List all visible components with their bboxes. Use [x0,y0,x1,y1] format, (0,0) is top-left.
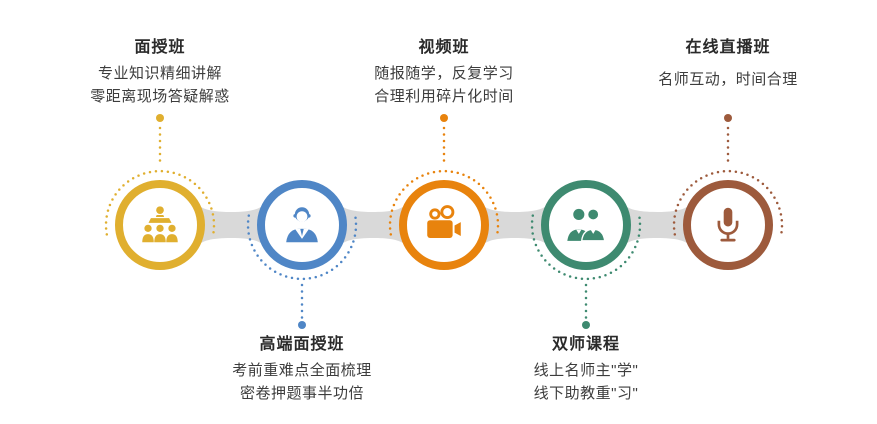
milestone-title: 面授班 [134,39,186,56]
businessman-icon [286,207,318,243]
dotted-connector-line [584,283,588,323]
dotted-line-end-dot [440,114,448,122]
dotted-line-end-dot [724,114,732,122]
milestone-label-block: 面授班 专业知识精细讲解 零距离现场答疑解惑 [40,33,280,108]
milestone-desc-line: 线下助教重"习" [533,385,639,402]
milestone-circle [399,180,489,270]
milestone-face-to-face: 面授班 专业知识精细讲解 零距离现场答疑解惑 [40,0,280,424]
milestone-label-block: 在线直播班 名师互动，时间合理 [608,33,848,91]
dotted-connector-line [158,126,162,169]
milestone-title: 在线直播班 [685,39,771,56]
milestone-desc-line: 随报随学，反复学习 [374,65,514,82]
milestone-circle [115,180,205,270]
dotted-connector-line [442,126,446,169]
milestone-circle [541,180,631,270]
milestone-label-block: 高端面授班 考前重难点全面梳理 密卷押题事半功倍 [182,330,422,405]
lecture-audience-icon [142,206,178,243]
dotted-connector-line [300,283,304,323]
milestone-premium-face-to-face: 高端面授班 考前重难点全面梳理 密卷押题事半功倍 [182,0,422,424]
milestone-dual-teacher: 双师课程 线上名师主"学" 线下助教重"习" [466,0,706,424]
milestone-desc-line: 专业知识精细讲解 [97,65,222,82]
milestone-title: 高端面授班 [259,336,345,353]
milestone-title: 双师课程 [551,336,620,353]
milestone-label-block: 双师课程 线上名师主"学" 线下助教重"习" [466,330,706,405]
dotted-line-end-dot [156,114,164,122]
milestone-desc-line: 密卷押题事半功倍 [239,385,364,402]
milestone-video-class: 视频班 随报随学，反复学习 合理利用碎片化时间 [324,0,564,424]
milestone-label-block: 视频班 随报随学，反复学习 合理利用碎片化时间 [324,33,564,108]
milestone-desc-line: 合理利用碎片化时间 [374,88,514,105]
two-businessmen-icon [567,208,606,242]
milestone-desc-line: 名师互动，时间合理 [658,71,798,88]
milestone-desc-line: 线上名师主"学" [533,362,639,379]
milestone-circle [257,180,347,270]
milestone-desc-line: 考前重难点全面梳理 [232,362,372,379]
milestone-desc-line: 零距离现场答疑解惑 [90,88,230,105]
dotted-connector-line [726,126,730,169]
video-camera-icon [427,205,461,238]
dotted-line-end-dot [298,321,306,329]
milestone-title: 视频班 [418,39,470,56]
dotted-line-end-dot [582,321,590,329]
milestone-live-stream: 在线直播班 名师互动，时间合理 [608,0,848,424]
milestone-circle [683,180,773,270]
microphone-icon [717,207,739,242]
